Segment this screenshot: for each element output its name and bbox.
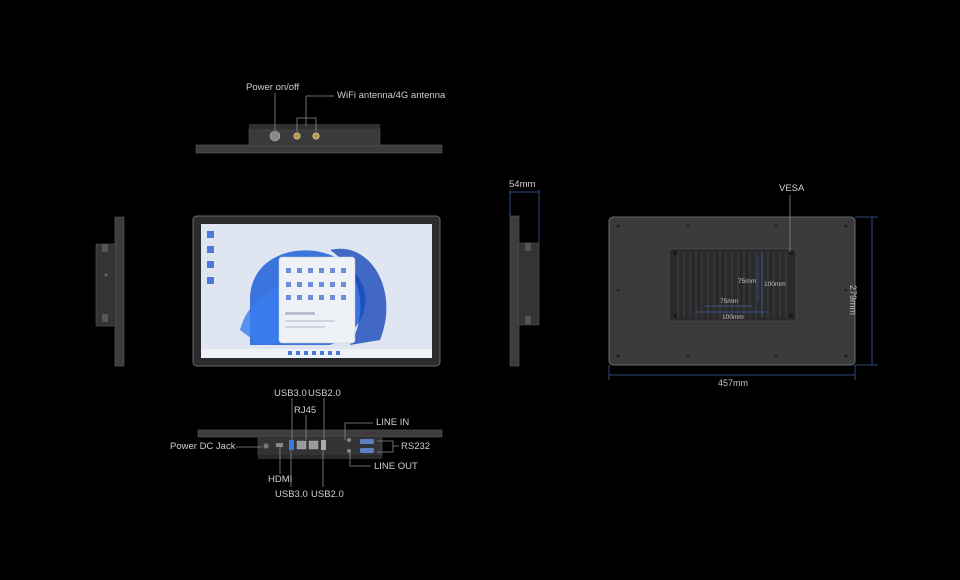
rs232-label: RS232 (401, 441, 431, 452)
rj45-label: RJ45 (294, 405, 317, 416)
serial-port-icon (360, 448, 374, 453)
serial-port-icon (360, 439, 374, 444)
power-dc-jack-label: Power DC Jack (170, 441, 236, 452)
audio-jack-icon (347, 449, 351, 453)
height-dimension-label: 279mm (848, 285, 858, 316)
antenna-connector-icon (312, 132, 320, 140)
usb20-top-label: USB2.0 (308, 388, 341, 399)
usb20-bottom-label: USB2.0 (311, 489, 344, 500)
top-view (195, 93, 443, 154)
power-button-icon (269, 130, 281, 142)
bottom-view (197, 398, 443, 487)
rear-view (608, 195, 878, 380)
rj45-port-icon (296, 440, 307, 450)
hdmi-label: HDMI (268, 474, 293, 485)
right-side-view (509, 190, 540, 367)
front-view (192, 215, 441, 367)
vesa-width-100-label: 100mm (722, 314, 744, 321)
hdmi-port-icon (276, 443, 283, 447)
depth-dimension-label: 54mm (509, 179, 536, 190)
usb3-port-icon (289, 440, 294, 450)
left-side-view (95, 216, 125, 367)
vesa-height-75-label: 75mm (738, 278, 757, 285)
antenna-connector-icon (293, 132, 301, 140)
wifi-antenna-label: WiFi antenna/4G antenna (337, 90, 446, 101)
line-in-label: LINE IN (376, 417, 410, 428)
vesa-label: VESA (779, 183, 805, 194)
rj45-port-icon (308, 440, 319, 450)
usb2-port-icon (321, 440, 326, 450)
width-dimension-label: 457mm (718, 378, 749, 388)
audio-jack-icon (347, 438, 351, 442)
vesa-height-100-label: 100mm (764, 281, 786, 288)
usb30-bottom-label: USB3.0 (275, 489, 308, 500)
power-on-off-label: Power on/off (246, 82, 300, 93)
dc-jack-icon (263, 443, 269, 449)
line-out-label: LINE OUT (374, 461, 418, 472)
usb30-top-label: USB3.0 (274, 388, 307, 399)
vesa-width-75-label: 75mm (720, 298, 739, 305)
